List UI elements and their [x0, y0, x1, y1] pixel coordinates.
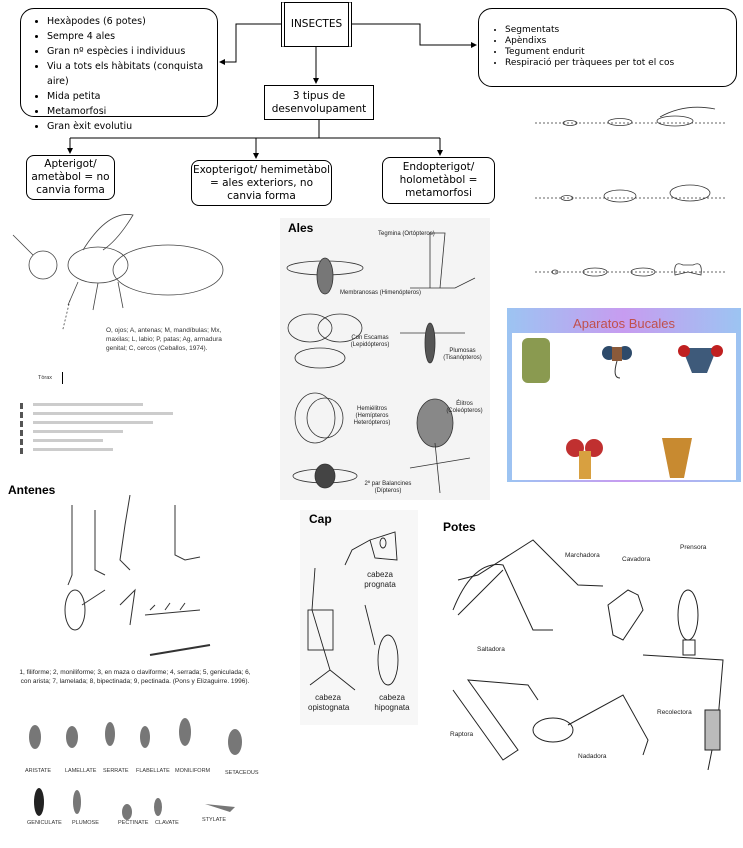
thorax-label: Tòrax: [38, 375, 53, 381]
leg-label: Saltadora: [477, 646, 505, 653]
development-node: 3 tipus de desenvolupament: [264, 85, 374, 120]
root-node: INSECTES: [281, 2, 352, 47]
leg-label: Prensora: [680, 544, 707, 551]
wing-label: Plumosas (Tisanópteros): [443, 348, 482, 361]
leg-label: Cavadora: [622, 556, 651, 563]
list-item: Gran èxit evolutiu: [47, 119, 217, 134]
arthropod-traits-box: Segmentats Apèndixs Tegument endurit Res…: [478, 8, 737, 87]
node-text: holometàbol =: [399, 174, 478, 186]
list-item: Gran nº espècies i individuus: [47, 44, 217, 59]
wing-label: Con Escamas (Lepidópteros): [350, 335, 390, 348]
holometabolous-node: Endopterigot/ holometàbol = metamorfosi: [382, 157, 495, 204]
mouthparts-title: Aparatos Bucales: [573, 316, 675, 331]
development-stages-illustration: [535, 106, 725, 277]
head-label: cabeza hipognata: [374, 693, 410, 712]
antenna-type-label: STYLATE: [202, 817, 227, 823]
development-title: 3 tipus de: [292, 89, 346, 102]
wing-label: Élitros (Coleópteros): [446, 401, 483, 414]
antenna-type-label: CLAVATE: [155, 820, 179, 826]
cursor-line: [62, 372, 63, 384]
node-text: canvia forma: [227, 189, 296, 202]
head-title: Cap: [309, 512, 332, 526]
list-item: Segmentats: [505, 25, 736, 36]
mouthparts-panel: Aparatos Bucales: [507, 308, 741, 482]
blurred-notes: [20, 400, 180, 457]
wing-label: Hemiélitros (Hemípteros Heterópteros): [353, 406, 391, 426]
antenna-type-label: SETACEOUS: [225, 770, 259, 776]
list-item: Apèndixs: [505, 36, 736, 47]
connector-lines: [67, 23, 477, 159]
node-text: metamorfosi: [405, 187, 472, 199]
mouthparts-image: [512, 333, 736, 480]
leg-types-illustration: [452, 539, 724, 770]
leg-label: Recolectora: [657, 709, 692, 716]
antenna-type-label: ARISTATE: [25, 768, 52, 774]
node-text: ametàbol = no: [31, 171, 110, 183]
antenna-type-label: MONILIFORM: [175, 768, 211, 774]
list-item: Respiració per tràquees per tot el cos: [505, 58, 736, 69]
development-title: desenvolupament: [271, 102, 367, 115]
anatomy-caption: O, ojos; A, antenas; M, mandíbulas; Mx, …: [106, 327, 222, 352]
root-title: INSECTES: [290, 18, 343, 30]
list-item: Metamorfosi: [47, 104, 217, 119]
wing-label: 2º par Balancines (Dípteros): [364, 481, 412, 494]
mouthparts-illustration: [522, 338, 723, 479]
head-types-illustration: [307, 531, 399, 691]
list-item: Sempre 4 ales: [47, 29, 217, 44]
list-item: Mida petita: [47, 89, 217, 104]
wing-label: Membranosas (Himenópteros): [340, 290, 422, 296]
insect-anatomy-illustration: [12, 214, 224, 330]
antennae-title: Antenes: [8, 483, 56, 497]
leg-label: Raptora: [450, 731, 474, 738]
antenna-type-label: GENICULATE: [27, 820, 62, 826]
leg-label: Marchadora: [565, 552, 600, 559]
list-item: Viu a tots els hàbitats (conquista aire): [47, 59, 217, 89]
antenna-types-illustration: [29, 718, 242, 820]
node-text: Apterigot/: [44, 158, 97, 170]
head-panel: Cap cabeza prognata cabeza opistognata c…: [300, 510, 418, 725]
antenna-forms-illustration: [64, 495, 211, 656]
legs-title: Potes: [443, 520, 476, 534]
wing-label: Tegmina (Ortópteros): [378, 231, 435, 237]
antenna-type-label: PLUMOSE: [72, 820, 99, 826]
antenna-type-label: LAMELLATE: [65, 768, 97, 774]
wing-types-illustration: [286, 232, 476, 494]
leg-label: Nadadora: [578, 753, 607, 760]
head-label: cabeza opistognata: [308, 693, 350, 712]
hemimetabolous-node: Exopterigot/ hemimetàbol = ales exterior…: [191, 160, 332, 206]
list-item: Hexàpodes (6 potes): [47, 14, 217, 29]
node-text: = ales exteriors, no: [209, 176, 314, 189]
list-item: Tegument endurit: [505, 47, 736, 58]
antenna-type-label: PECTINATE: [118, 820, 149, 826]
antennae-caption: 1, filiforme; 2, moniliforme; 3, en maza…: [19, 669, 251, 685]
antenna-type-label: FLABELLATE: [136, 768, 170, 774]
node-text: canvia forma: [36, 184, 105, 196]
head-label: cabeza prognata: [364, 570, 396, 589]
wings-title: Ales: [288, 221, 314, 235]
node-text: Exopterigot/ hemimetàbol: [192, 163, 330, 176]
antenna-type-label: SERRATE: [103, 768, 129, 774]
node-text: Endopterigot/: [402, 161, 475, 173]
wings-panel: Ales Tegmina (Ortópteros) Membranosas (H…: [280, 218, 490, 500]
characteristics-box: Hexàpodes (6 potes) Sempre 4 ales Gran n…: [20, 8, 218, 132]
ametabolous-node: Apterigot/ ametàbol = no canvia forma: [26, 155, 115, 200]
